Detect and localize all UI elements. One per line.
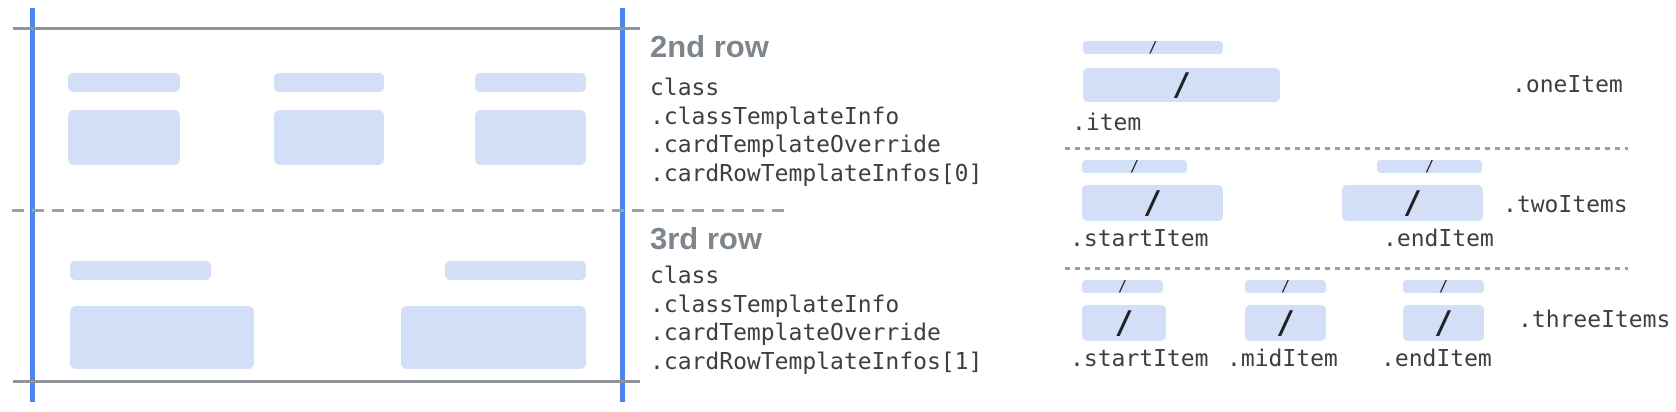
row2-heading: 2nd row bbox=[650, 29, 769, 64]
slash-glyph: / bbox=[1117, 277, 1128, 295]
row3-col2-label-placeholder bbox=[445, 261, 586, 280]
slash-glyph: / bbox=[1424, 157, 1435, 175]
two-items-end-label-rect: / bbox=[1377, 157, 1482, 175]
three-items-mid-field-label: .midItem bbox=[1227, 346, 1338, 372]
row3-col1-label-placeholder bbox=[70, 261, 211, 280]
two-items-end-value-rect: / bbox=[1342, 185, 1483, 221]
three-items-start-field-label: .startItem bbox=[1070, 346, 1209, 372]
one-item-label-rect: / bbox=[1083, 38, 1223, 56]
three-items-mid-value-rect: / bbox=[1245, 305, 1326, 341]
row2-col2-value-placeholder bbox=[274, 110, 384, 165]
slash-glyph: / bbox=[1403, 184, 1422, 221]
slash-glyph: / bbox=[1172, 66, 1191, 103]
slash-glyph: / bbox=[1129, 157, 1140, 175]
two-items-layout-name: .twoItems bbox=[1503, 192, 1628, 218]
one-item-field-label: .item bbox=[1072, 110, 1142, 136]
two-items-start-value-rect: / bbox=[1082, 185, 1223, 221]
row2-col2-label-placeholder bbox=[274, 73, 384, 92]
slash-glyph: / bbox=[1434, 304, 1453, 341]
layout-separator-dotted-line bbox=[1065, 147, 1628, 150]
three-items-start-label-rect: / bbox=[1082, 277, 1163, 295]
row-divider-dashed-line bbox=[12, 209, 790, 212]
three-items-start-value-rect: / bbox=[1082, 305, 1166, 341]
layout-separator-dotted-line bbox=[1065, 267, 1628, 270]
slash-glyph: / bbox=[1148, 38, 1158, 56]
card-top-border bbox=[13, 27, 640, 30]
code-line: .cardTemplateOverride bbox=[650, 320, 941, 346]
row2-col3-label-placeholder bbox=[475, 73, 586, 92]
row2-col1-value-placeholder bbox=[68, 110, 180, 165]
card-bottom-border bbox=[13, 380, 640, 383]
two-items-start-field-label: .startItem bbox=[1070, 226, 1209, 252]
code-line: .classTemplateInfo bbox=[650, 103, 900, 130]
code-line: class bbox=[650, 75, 720, 101]
row2-col1-label-placeholder bbox=[68, 73, 180, 92]
row3-col2-value-placeholder bbox=[401, 306, 586, 369]
right-guide-line bbox=[620, 8, 625, 402]
one-item-layout-name: .oneItem bbox=[1512, 72, 1623, 98]
three-items-end-label-rect: / bbox=[1403, 277, 1484, 295]
row2-col3-value-placeholder bbox=[475, 110, 586, 165]
row3-heading: 3rd row bbox=[650, 221, 762, 256]
code-line: .cardRowTemplateInfos[0] bbox=[650, 160, 983, 187]
slash-glyph: / bbox=[1114, 304, 1134, 341]
one-item-value-rect: / bbox=[1083, 68, 1280, 102]
row3-col1-value-placeholder bbox=[70, 306, 254, 369]
left-guide-line bbox=[30, 8, 35, 402]
three-items-end-value-rect: / bbox=[1403, 305, 1484, 341]
slash-glyph: / bbox=[1438, 277, 1449, 295]
code-line: class bbox=[650, 263, 720, 289]
slash-glyph: / bbox=[1276, 304, 1295, 341]
two-items-start-label-rect: / bbox=[1082, 157, 1187, 175]
two-items-end-field-label: .endItem bbox=[1383, 226, 1494, 252]
three-items-end-field-label: .endItem bbox=[1381, 346, 1492, 372]
row3-code-block: class .classTemplateInfo .cardTemplateOv… bbox=[650, 262, 982, 376]
code-line: .cardTemplateOverride bbox=[650, 132, 941, 158]
code-line: .classTemplateInfo bbox=[650, 291, 900, 318]
slash-glyph: / bbox=[1280, 277, 1291, 295]
row2-code-block: class .classTemplateInfo .cardTemplateOv… bbox=[650, 74, 982, 188]
three-items-layout-name: .threeItems bbox=[1518, 307, 1671, 333]
slash-glyph: / bbox=[1143, 184, 1162, 221]
three-items-mid-label-rect: / bbox=[1245, 277, 1326, 295]
code-line: .cardRowTemplateInfos[1] bbox=[650, 348, 983, 375]
